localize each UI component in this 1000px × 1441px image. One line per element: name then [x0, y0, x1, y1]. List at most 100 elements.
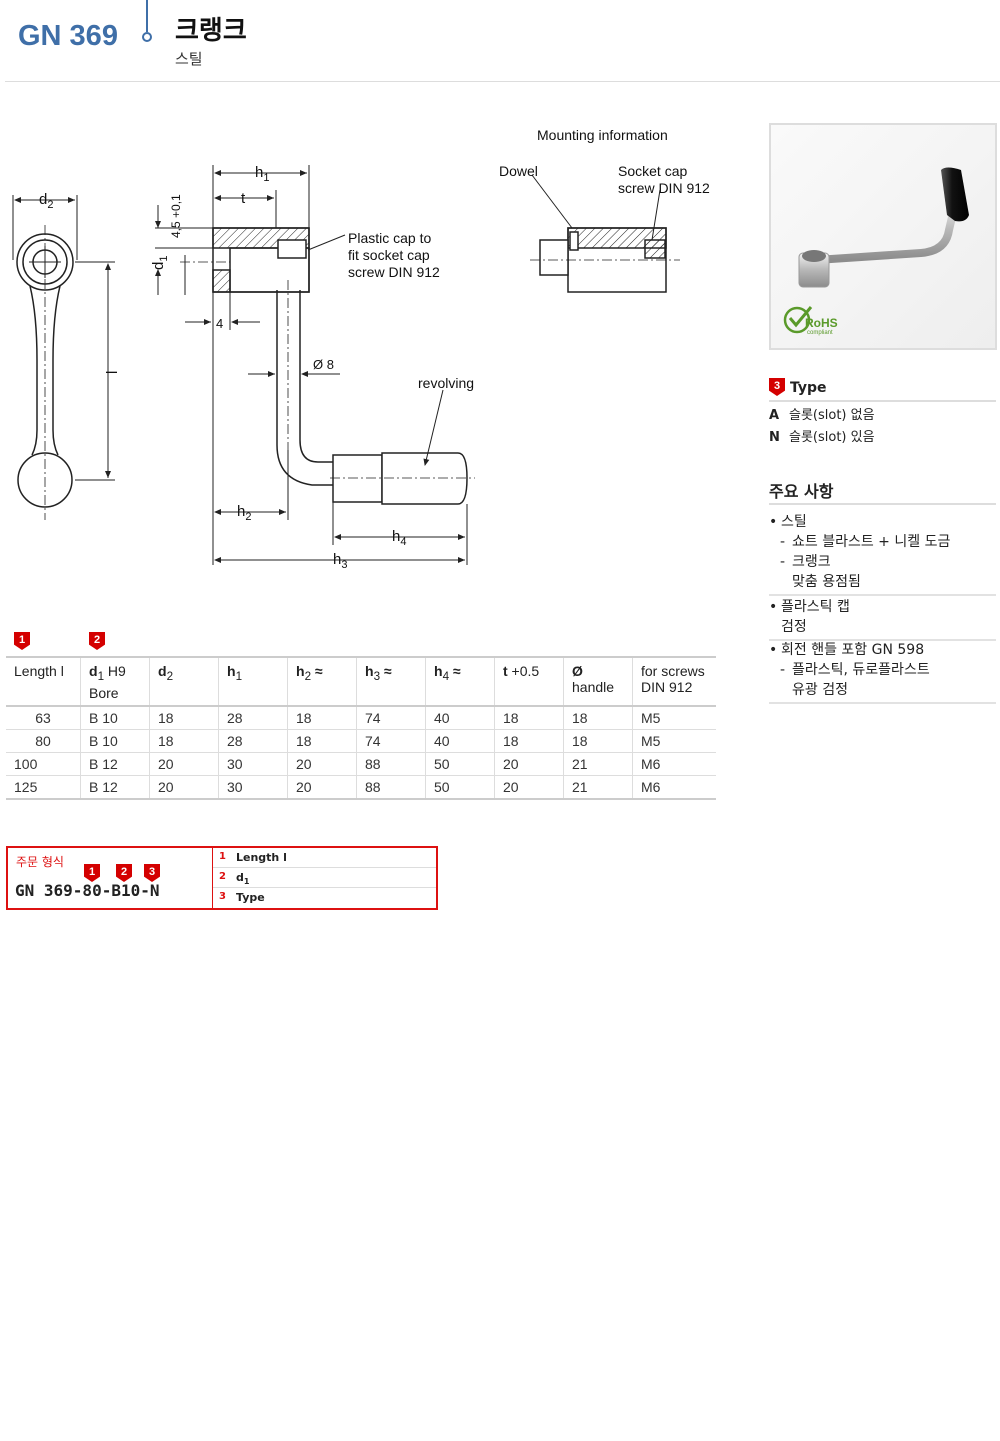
- cell: 18: [287, 729, 357, 753]
- cell: 63: [6, 705, 81, 730]
- side-view: [12, 195, 115, 520]
- cell: B 10: [80, 705, 150, 730]
- cell: 28: [218, 729, 288, 753]
- cell: 20: [494, 775, 564, 800]
- type-heading: Type: [790, 380, 827, 396]
- cell: 20: [149, 752, 219, 776]
- cell: B 12: [80, 752, 150, 776]
- cell: 18: [149, 729, 219, 753]
- cell: 50: [425, 752, 495, 776]
- feature-block-steel: 스틸 쇼트 블라스트 + 니켈 도금 크랭크 맞춤 용점됨: [769, 512, 996, 596]
- cell: 30: [218, 775, 288, 800]
- column-badge-1: 1: [14, 632, 30, 650]
- cell: 18: [494, 705, 564, 730]
- feature-main: 플라스틱 캡: [769, 597, 996, 617]
- dim-d1: d1: [150, 256, 170, 270]
- cell: 18: [287, 705, 357, 730]
- cell: 18: [563, 705, 633, 730]
- cell: 20: [287, 752, 357, 776]
- dim-t: t: [241, 190, 246, 207]
- cell: 74: [356, 729, 426, 753]
- feature-sub: 플라스틱, 듀로플라스트: [769, 660, 996, 680]
- th-d2: d2: [149, 656, 219, 707]
- th-t: t +0.5: [494, 656, 564, 707]
- dim-l: l: [104, 371, 121, 374]
- dim-h3: h3: [333, 551, 347, 571]
- th-h1: h1: [218, 656, 288, 707]
- page-title: 크랭크: [175, 16, 247, 46]
- cell: B 12: [80, 775, 150, 800]
- th-h2: h2 ≈: [287, 656, 357, 707]
- features-rule: [769, 503, 996, 505]
- th-h4: h4 ≈: [425, 656, 495, 707]
- cell: 18: [563, 729, 633, 753]
- dim-45: 4,5 +0,1: [169, 194, 183, 238]
- header-rule: [5, 81, 1000, 82]
- th-length: Length l: [6, 656, 81, 707]
- plastic-cap-label-3: screw DIN 912: [348, 264, 440, 280]
- feature-sub: 맞춤 용점됨: [792, 574, 861, 590]
- header-divider-dot: [142, 32, 152, 42]
- cell: 74: [356, 705, 426, 730]
- product-code: GN 369: [18, 20, 118, 52]
- cell: B 10: [80, 729, 150, 753]
- type-badge: 3: [769, 378, 785, 396]
- socket-label-1: Socket cap: [618, 163, 687, 179]
- header-divider: [146, 0, 148, 32]
- dim-o8: Ø 8: [313, 357, 334, 372]
- cell: M5: [632, 705, 716, 730]
- order-label: 주문 형식: [16, 855, 64, 869]
- cell: 28: [218, 705, 288, 730]
- drawing-labels: Mounting information Dowel Socket cap sc…: [39, 127, 710, 571]
- cell: 20: [494, 752, 564, 776]
- dim-4: 4: [216, 316, 223, 331]
- plastic-cap-label-1: Plastic cap to: [348, 230, 431, 246]
- mounting-title: Mounting information: [537, 127, 668, 143]
- cell: 18: [494, 729, 564, 753]
- order-badge-1: 1: [84, 864, 100, 882]
- dim-h2: h2: [237, 503, 251, 523]
- page-subtitle: 스틸: [175, 50, 203, 68]
- rohs-sublabel: compliant: [807, 330, 833, 336]
- column-badge-2: 2: [89, 632, 105, 650]
- cell: 88: [356, 775, 426, 800]
- dowel-label: Dowel: [499, 163, 538, 179]
- dim-d2: d2: [39, 191, 53, 211]
- product-photo: RoHS compliant: [769, 123, 997, 350]
- feature-block-handle: 회전 핸들 포함 GN 598 플라스틱, 듀로플라스트 유광 검정: [769, 640, 996, 704]
- revolving-label: revolving: [418, 375, 474, 391]
- cell: 40: [425, 729, 495, 753]
- dim-h4: h4: [392, 528, 406, 548]
- dim-h1: h1: [255, 164, 269, 184]
- feature-cont: 검정: [781, 619, 807, 635]
- feature-main: 회전 핸들 포함 GN 598: [769, 640, 996, 660]
- technical-drawing: Mounting information Dowel Socket cap sc…: [12, 127, 710, 571]
- cell: 88: [356, 752, 426, 776]
- section-view: [155, 165, 475, 565]
- cell: M6: [632, 752, 716, 776]
- cell: 20: [149, 775, 219, 800]
- type-rule: [769, 400, 996, 402]
- features-heading: 주요 사항: [769, 482, 834, 501]
- cell: 21: [563, 752, 633, 776]
- feature-sub: 쇼트 블라스트 + 니켈 도금: [769, 532, 996, 552]
- mounting-view: [530, 174, 680, 293]
- feature-sub: 유광 검정: [792, 682, 848, 698]
- cell: M5: [632, 729, 716, 753]
- order-divider: [212, 848, 213, 908]
- cell: 50: [425, 775, 495, 800]
- cell: 125: [6, 775, 81, 800]
- th-h3: h3 ≈: [356, 656, 426, 707]
